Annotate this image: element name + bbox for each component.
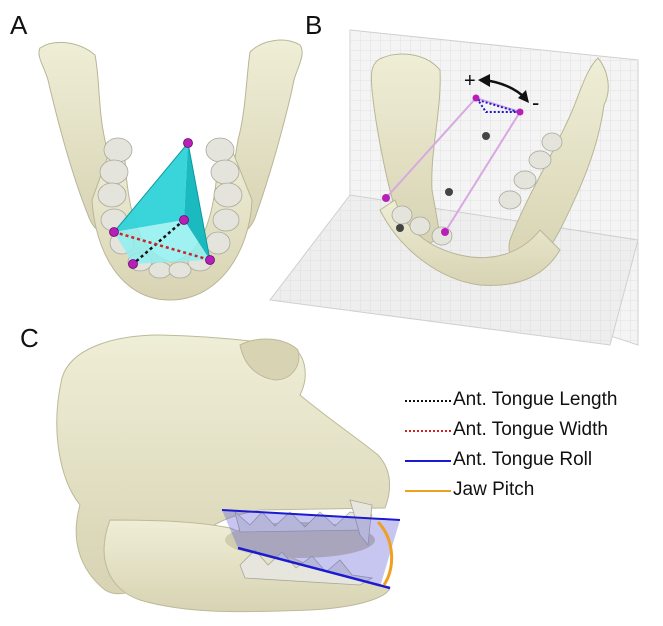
panel-label-b: B (305, 12, 322, 38)
panel-a-mandible (39, 40, 302, 300)
legend-label-width: Ant. Tongue Width (453, 419, 608, 441)
roll-minus-sign: - (532, 90, 539, 116)
panel-label-c: C (20, 325, 39, 351)
panel-b-grid-planes (270, 30, 638, 345)
legend-swatch-length (405, 400, 451, 402)
legend-label-pitch: Jaw Pitch (453, 479, 534, 501)
panel-c-skull (57, 335, 400, 612)
legend-swatch-roll (405, 460, 451, 462)
roll-plus-sign: + (464, 70, 476, 93)
legend-swatch-pitch (405, 490, 451, 492)
legend-label-length: Ant. Tongue Length (453, 389, 617, 411)
legend-swatch-width (405, 430, 451, 432)
panel-label-a: A (10, 12, 27, 38)
legend-label-roll: Ant. Tongue Roll (453, 449, 592, 471)
